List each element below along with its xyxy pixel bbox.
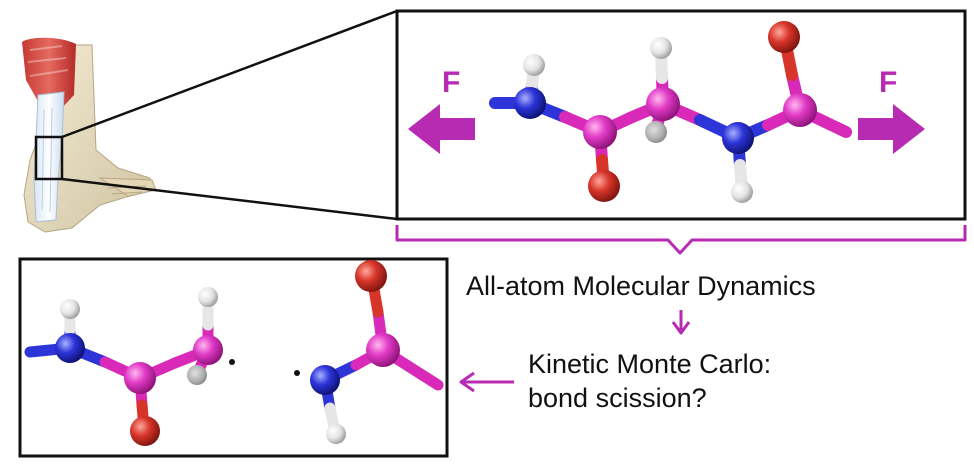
kmc-method-label-line2: bond scission? bbox=[528, 383, 707, 413]
radical-dot bbox=[294, 370, 300, 376]
carbon-atom bbox=[366, 333, 400, 367]
carbon-alpha-atom bbox=[646, 87, 680, 121]
force-arrow-left bbox=[408, 104, 475, 154]
nitrogen-atom bbox=[310, 365, 340, 395]
kmc-method-label-line1: Kinetic Monte Carlo: bbox=[528, 349, 772, 379]
nitrogen-atom bbox=[55, 333, 85, 363]
force-arrow-right bbox=[858, 104, 925, 154]
ankle-tendon-illustration bbox=[22, 37, 157, 233]
hydrogen-atom bbox=[645, 121, 667, 143]
oxygen-atom bbox=[130, 416, 160, 446]
zoom-line-bottom bbox=[61, 177, 398, 221]
carbon-alpha-atom bbox=[193, 335, 223, 365]
broken-peptide-fragment-right bbox=[294, 260, 444, 444]
zoom-selection-box bbox=[34, 135, 64, 181]
broken-peptide-fragment-left bbox=[24, 287, 235, 446]
hydrogen-atom bbox=[523, 54, 545, 76]
carbon-atom bbox=[583, 115, 617, 149]
hydrogen-atom bbox=[326, 424, 346, 444]
carbon-atom bbox=[783, 93, 817, 127]
process-arrow-left bbox=[459, 371, 514, 393]
hydrogen-atom bbox=[198, 287, 218, 307]
carbon-atom bbox=[124, 362, 156, 394]
md-method-label: All-atom Molecular Dynamics bbox=[466, 271, 816, 301]
oxygen-atom bbox=[355, 260, 387, 292]
panel-bracket bbox=[395, 225, 967, 255]
nitrogen-atom bbox=[722, 122, 754, 154]
oxygen-atom bbox=[588, 170, 620, 202]
zoom-line-top bbox=[61, 9, 398, 139]
radical-dot bbox=[229, 359, 235, 365]
oxygen-atom bbox=[768, 21, 800, 53]
hydrogen-atom bbox=[650, 37, 672, 59]
force-label-left: F bbox=[442, 66, 461, 99]
process-arrow-down bbox=[671, 310, 691, 335]
force-label-right: F bbox=[879, 66, 898, 99]
hydrogen-atom bbox=[731, 181, 753, 203]
nitrogen-atom bbox=[514, 87, 546, 119]
hydrogen-atom bbox=[60, 299, 80, 319]
hydrogen-atom bbox=[187, 365, 207, 385]
intact-peptide-backbone bbox=[489, 21, 852, 203]
